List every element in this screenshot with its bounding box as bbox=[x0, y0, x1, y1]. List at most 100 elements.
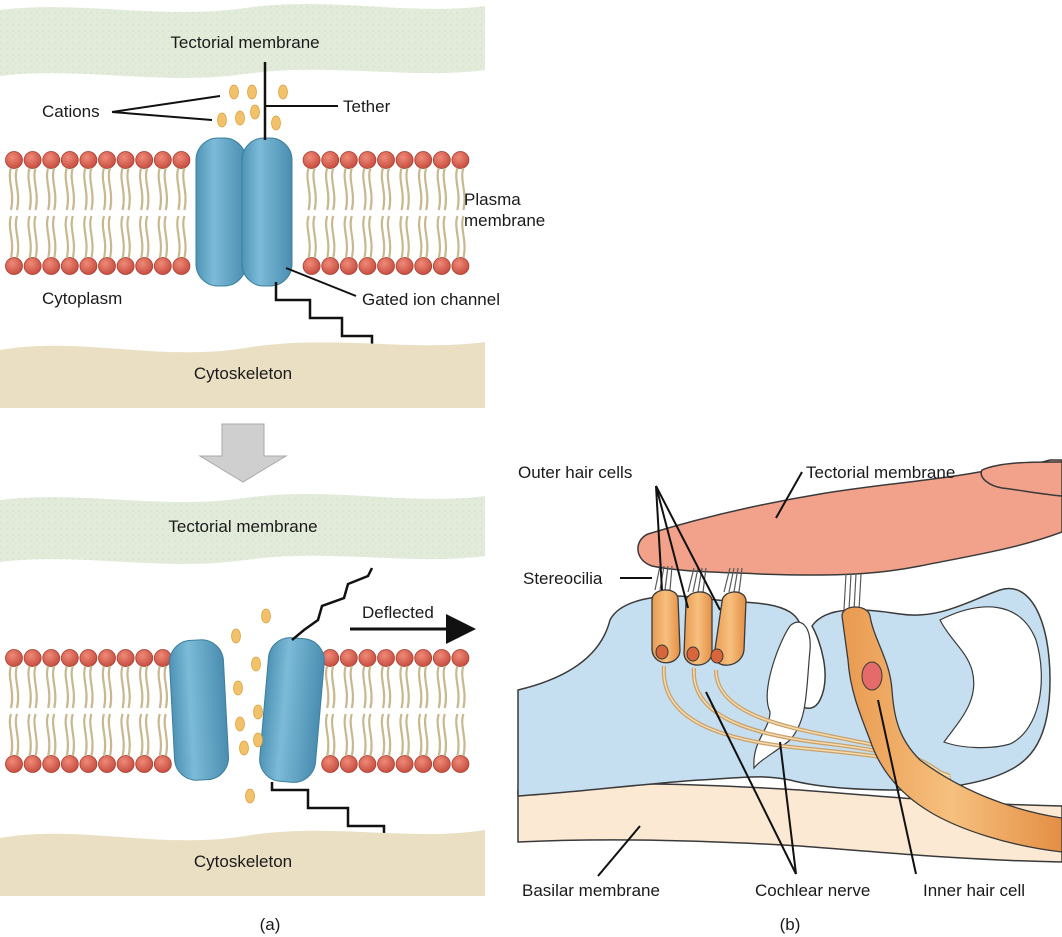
lipid-head bbox=[321, 257, 340, 275]
tether-deflected bbox=[291, 567, 374, 641]
lipid-head bbox=[79, 151, 98, 169]
lipid-tail bbox=[362, 215, 367, 259]
inner-hair-cell-leader bbox=[877, 699, 917, 875]
lipid-tail bbox=[349, 167, 355, 211]
lipid-head bbox=[451, 257, 470, 275]
lipid-tail bbox=[126, 167, 131, 211]
tectorial-membrane-tip bbox=[980, 461, 1062, 497]
lipid-tail bbox=[33, 665, 38, 709]
panel-b-caption: (b) bbox=[780, 915, 801, 934]
lipid-tail bbox=[368, 665, 373, 709]
deflected-label: Deflected bbox=[362, 603, 434, 622]
lipid-tail bbox=[144, 665, 150, 709]
lipid-tail bbox=[176, 215, 181, 259]
lipid-head bbox=[135, 257, 154, 275]
lipid-tail bbox=[368, 713, 373, 757]
lipid-head bbox=[321, 151, 340, 169]
lipid-tail bbox=[157, 713, 163, 757]
lipid-head bbox=[302, 257, 321, 275]
lipid-tail bbox=[349, 215, 355, 259]
lipid-tail bbox=[64, 215, 70, 259]
lipid-head bbox=[432, 257, 451, 275]
lipid-tail bbox=[138, 167, 144, 211]
lipid-tail bbox=[45, 665, 51, 709]
lipid-tail bbox=[8, 713, 14, 757]
lipid-head bbox=[395, 755, 414, 773]
cations-leader-1 bbox=[111, 95, 221, 113]
lipid-tail bbox=[368, 167, 373, 211]
cations-leader-2 bbox=[111, 111, 213, 121]
lipid-head bbox=[5, 649, 23, 667]
lipid-tail bbox=[89, 167, 94, 211]
lipid-head bbox=[60, 649, 79, 667]
lipid-head bbox=[23, 649, 42, 667]
lipid-tail bbox=[386, 215, 392, 259]
lipid-tail bbox=[120, 215, 125, 259]
outer-hair-cells-leader-2 bbox=[655, 485, 721, 611]
lipid-head bbox=[116, 755, 135, 773]
lipid-tail bbox=[120, 713, 125, 757]
lipid-tail bbox=[101, 713, 107, 757]
stereocilia-label: Stereocilia bbox=[523, 569, 603, 588]
lipid-tail bbox=[436, 665, 442, 709]
lipid-tail bbox=[157, 215, 163, 259]
lipid-tail bbox=[368, 215, 373, 259]
lipid-tail bbox=[8, 167, 14, 211]
lipid-tail bbox=[380, 713, 386, 757]
lipid-tail bbox=[330, 713, 336, 757]
lipid-head bbox=[414, 649, 433, 667]
lipid-tail bbox=[343, 713, 349, 757]
lipid-tail bbox=[33, 215, 38, 259]
lipid-tail bbox=[107, 215, 113, 259]
lipid-tail bbox=[14, 665, 20, 709]
anchor-bottom bbox=[270, 782, 386, 842]
lipid-tail bbox=[343, 665, 349, 709]
lipid-tail bbox=[14, 215, 20, 259]
lipid-tail bbox=[101, 167, 107, 211]
inner-hair-cell-label: Inner hair cell bbox=[923, 881, 1025, 900]
lipid-tail bbox=[89, 215, 94, 259]
lipid-tail bbox=[423, 713, 429, 757]
lipid-tail bbox=[362, 665, 367, 709]
lipid-head bbox=[153, 649, 172, 667]
lipid-tail bbox=[455, 713, 460, 757]
lipid-tail bbox=[417, 167, 423, 211]
lipid-tail bbox=[386, 167, 392, 211]
lipid-tail bbox=[362, 167, 367, 211]
lipid-head bbox=[23, 151, 42, 169]
lipid-tail bbox=[163, 215, 169, 259]
lipid-head bbox=[451, 649, 470, 667]
lipid-tail bbox=[423, 215, 429, 259]
lipid-tail bbox=[89, 665, 94, 709]
lipid-tail bbox=[182, 215, 187, 259]
lipid-tail bbox=[51, 167, 57, 211]
lipid-head bbox=[60, 151, 79, 169]
lipid-tail bbox=[144, 215, 150, 259]
transition-arrow bbox=[198, 423, 288, 483]
lipid-tail bbox=[349, 665, 355, 709]
lipid-tail bbox=[417, 215, 423, 259]
lipid-head bbox=[60, 257, 79, 275]
lipid-head bbox=[60, 755, 79, 773]
lipid-head bbox=[5, 257, 23, 275]
lipid-head bbox=[98, 649, 116, 667]
lipid-tail bbox=[64, 167, 70, 211]
lipid-head bbox=[358, 755, 377, 773]
lipid-tail bbox=[405, 665, 410, 709]
lipid-tail bbox=[399, 215, 404, 259]
lipid-head bbox=[377, 755, 395, 773]
lipid-head bbox=[377, 649, 395, 667]
plasma-membrane-bottom bbox=[5, 649, 470, 773]
cytoskeleton-bottom bbox=[0, 830, 485, 896]
space-of-nuel bbox=[939, 606, 1042, 749]
lipid-tail bbox=[442, 713, 448, 757]
inner-hair-cell bbox=[841, 606, 1062, 853]
lipid-head bbox=[153, 755, 172, 773]
lipid-tail bbox=[405, 167, 410, 211]
lipid-tail bbox=[51, 665, 57, 709]
ion-channel-right-half bbox=[241, 137, 293, 287]
lipid-tail bbox=[27, 665, 32, 709]
cytoskeleton-top bbox=[0, 342, 485, 408]
lipid-tail bbox=[27, 215, 32, 259]
